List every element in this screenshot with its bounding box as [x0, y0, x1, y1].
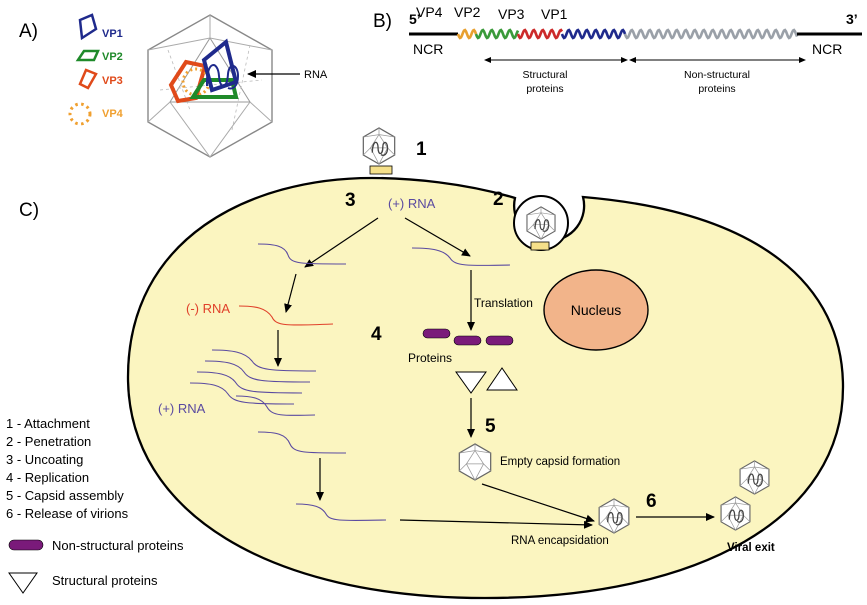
ncr-right-label: NCR — [812, 41, 842, 57]
gene-vp4-label: VP4 — [416, 4, 443, 20]
three-prime-label: 3’ — [846, 11, 858, 27]
gene-vp3-label: VP3 — [498, 6, 525, 22]
vp3-legend-label: VP3 — [102, 75, 123, 87]
key-item: 5 - Capsid assembly — [6, 488, 124, 503]
protein-capsules — [422, 328, 514, 346]
arrow-to-replication — [304, 217, 379, 268]
key-item: 3 - Uncoating — [6, 452, 83, 467]
structural-legend-label: Structural proteins — [52, 573, 158, 588]
proteins-label: Proteins — [408, 351, 452, 365]
plus-rna-top-label: (+) RNA — [388, 196, 436, 211]
endosome-receptor — [530, 241, 550, 251]
attaching-virion-icon — [362, 127, 396, 165]
step-5-number: 5 — [485, 416, 496, 437]
capsid-structure-illustration — [147, 14, 273, 158]
panel-b-label: B) — [373, 11, 392, 32]
rna-to-virion-arrow — [399, 519, 593, 529]
vp2-legend-label: VP2 — [102, 51, 123, 63]
structural-label-line1: Structural — [523, 69, 568, 81]
gene-vp1-label: VP1 — [541, 6, 568, 22]
step-1-number: 1 — [416, 139, 427, 160]
plus-rna-left-label: (+) RNA — [158, 401, 206, 416]
host-cell — [126, 176, 845, 600]
step-3-number: 3 — [345, 190, 356, 211]
viral-exit-label: Viral exit — [727, 542, 775, 554]
key-item: 6 - Release of virions — [6, 506, 129, 521]
panel-c-label: C) — [19, 200, 39, 221]
key-item: 4 - Replication — [6, 470, 89, 485]
empty-capsid-label: Empty capsid formation — [500, 456, 620, 468]
nucleus-label: Nucleus — [571, 302, 622, 318]
translation-label: Translation — [474, 296, 533, 310]
vp4-legend-label: VP4 — [102, 108, 124, 120]
arrow-to-translation — [404, 217, 471, 257]
nucleus — [543, 269, 649, 351]
genome-map — [409, 28, 862, 40]
vp3-legend-icon — [78, 68, 98, 90]
panel-a-label: A) — [19, 21, 38, 42]
nonstructural-legend-swatch — [8, 539, 44, 551]
step-key: 1 - Attachment 2 - Penetration 3 - Uncoa… — [6, 416, 129, 521]
capsid-to-virion-arrow — [481, 483, 595, 523]
nonstructural-label-line2: proteins — [698, 83, 735, 95]
vp1-legend-icon — [78, 13, 98, 41]
step-2-number: 2 — [493, 189, 504, 210]
rna-encapsidation-label: RNA encapsidation — [511, 535, 609, 547]
gene-vp2-label: VP2 — [454, 4, 481, 20]
minus-rna-label: (-) RNA — [186, 301, 230, 316]
structural-label-line2: proteins — [526, 83, 563, 95]
nonstructural-legend-label: Non-structural proteins — [52, 538, 184, 553]
cell-receptor — [369, 165, 393, 175]
structural-legend-swatch — [8, 572, 38, 594]
step-6-number: 6 — [646, 491, 657, 512]
rna-label: RNA — [304, 69, 328, 81]
key-item: 2 - Penetration — [6, 434, 91, 449]
rna-strands — [189, 243, 511, 522]
nonstructural-label-line1: Non-structural — [684, 69, 750, 81]
structural-protein-triangles — [455, 367, 518, 394]
step-4-number: 4 — [371, 324, 382, 345]
vp2-legend-icon — [75, 49, 100, 62]
vp4-legend-icon — [68, 102, 92, 126]
five-prime-label: 5’ — [409, 11, 421, 27]
arrow-plus-to-minus — [284, 273, 297, 313]
key-item: 1 - Attachment — [6, 416, 90, 431]
vp1-legend-label: VP1 — [102, 28, 123, 40]
ncr-left-label: NCR — [413, 41, 443, 57]
